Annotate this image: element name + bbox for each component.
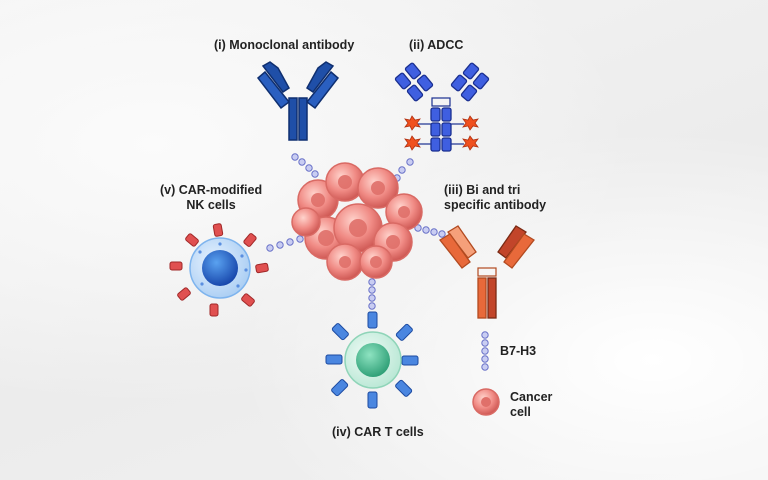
bispecific-antibody-label: (iii) Bi and tri specific antibody (444, 183, 546, 213)
bispecific-label-line2: specific antibody (444, 198, 547, 212)
adcc-antibody-icon (394, 62, 490, 152)
cancer-cell-legend-icon (472, 388, 500, 416)
cancer-legend-line2: cell (510, 405, 531, 419)
car-nk-label-line2: NK cells (186, 198, 236, 212)
tumor-cluster (291, 162, 423, 281)
car-nk-cell-icon (169, 223, 269, 317)
cancer-cell-legend-label: Cancer cell (510, 390, 552, 420)
cancer-legend-line1: Cancer (510, 390, 553, 404)
b7h3-legend-label: B7-H3 (500, 344, 537, 358)
car-nk-label-line1: (v) CAR-modified (160, 183, 263, 197)
b7h3-legend-icon (481, 331, 489, 371)
adcc-label: (ii) ADCC (409, 38, 464, 52)
monoclonal-antibody-icon (256, 61, 340, 141)
car-t-label: (iv) CAR T cells (332, 425, 424, 439)
car-t-cell-icon (325, 311, 419, 409)
monoclonal-antibody-label: (i) Monoclonal antibody (214, 38, 355, 52)
car-nk-label: (v) CAR-modified NK cells (160, 183, 262, 213)
bispecific-label-line1: (iii) Bi and tri (444, 183, 521, 197)
bispecific-antibody-icon (439, 225, 535, 319)
